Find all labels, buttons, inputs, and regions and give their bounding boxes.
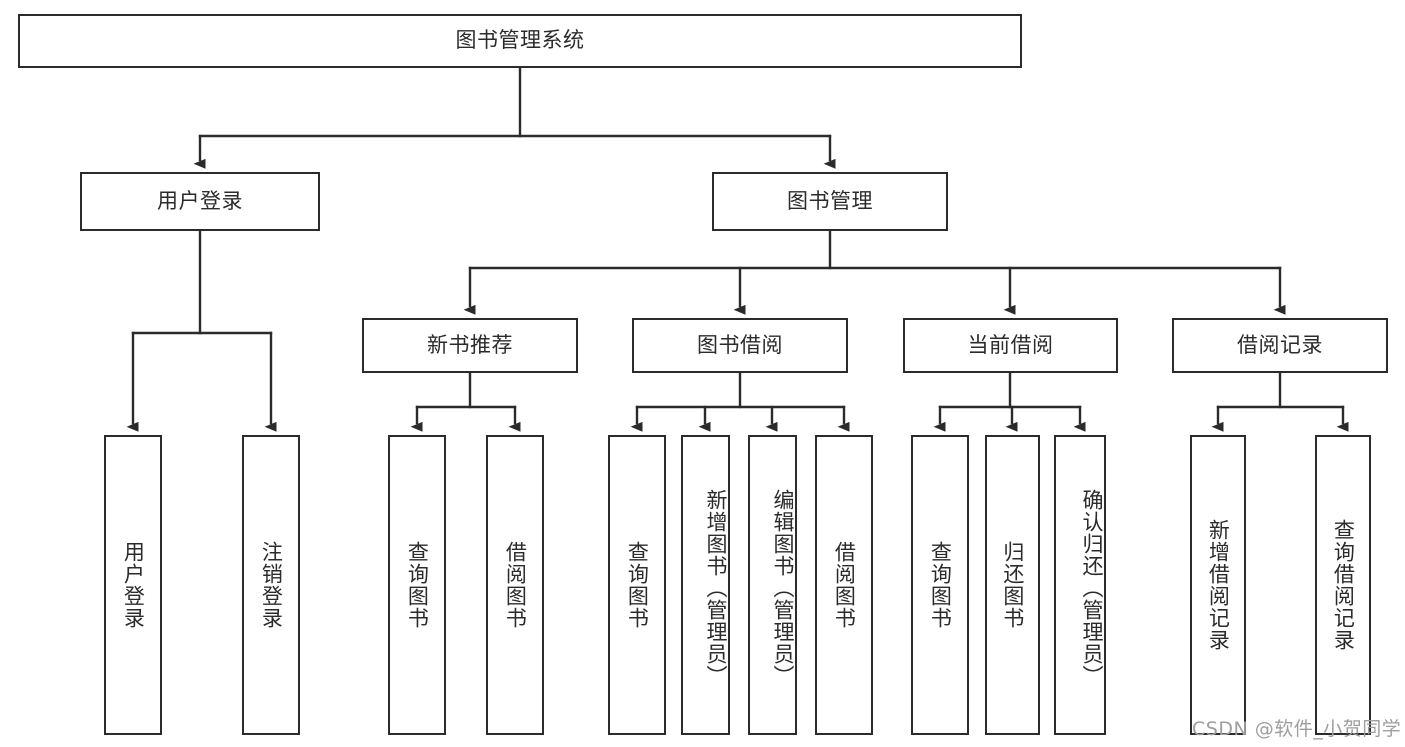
leaf-edit-book-admin[interactable]: 编辑图书（管理员） xyxy=(748,435,797,735)
node-root-book-management-system[interactable]: 图书管理系统 xyxy=(18,14,1022,68)
node-label: 借阅图书 xyxy=(503,541,528,629)
leaf-confirm-return-admin[interactable]: 确认归还（管理员） xyxy=(1054,435,1106,735)
leaf-query-books-recommendation[interactable]: 查询图书 xyxy=(388,435,446,735)
node-label: 图书管理系统 xyxy=(455,28,585,53)
node-label: 当前借阅 xyxy=(967,332,1054,357)
leaf-return-books[interactable]: 归还图书 xyxy=(985,435,1040,735)
node-label: 新增图书（管理员） xyxy=(704,489,728,687)
node-label: 借阅图书 xyxy=(832,541,857,629)
node-label: 注销登录 xyxy=(259,541,284,629)
node-borrowing-records[interactable]: 借阅记录 xyxy=(1172,318,1388,373)
node-user-login[interactable]: 用户登录 xyxy=(80,172,320,231)
leaf-logout[interactable]: 注销登录 xyxy=(242,435,300,735)
node-label: 新书推荐 xyxy=(427,332,513,357)
node-label: 用户登录 xyxy=(157,188,243,213)
leaf-query-borrowing-record[interactable]: 查询借阅记录 xyxy=(1315,435,1371,735)
leaf-user-login[interactable]: 用户登录 xyxy=(104,435,162,735)
leaf-query-books-current[interactable]: 查询图书 xyxy=(911,435,969,735)
node-current-borrowing[interactable]: 当前借阅 xyxy=(903,318,1118,373)
leaf-query-books-borrowing[interactable]: 查询图书 xyxy=(608,435,666,735)
node-label: 归还图书 xyxy=(1000,541,1025,629)
node-label: 查询图书 xyxy=(928,541,953,629)
node-label: 图书借阅 xyxy=(697,332,783,357)
node-book-borrowing[interactable]: 图书借阅 xyxy=(632,318,848,373)
node-new-book-recommendation[interactable]: 新书推荐 xyxy=(362,318,578,373)
node-label: 编辑图书（管理员） xyxy=(771,489,795,687)
leaf-add-book-admin[interactable]: 新增图书（管理员） xyxy=(681,435,730,735)
node-label: 确认归还（管理员） xyxy=(1080,489,1104,687)
node-label: 查询借阅记录 xyxy=(1331,519,1356,651)
node-label: 图书管理 xyxy=(787,188,873,213)
node-label: 用户登录 xyxy=(121,541,146,629)
node-label: 查询图书 xyxy=(405,541,430,629)
leaf-borrow-books[interactable]: 借阅图书 xyxy=(815,435,873,735)
leaf-add-borrowing-record[interactable]: 新增借阅记录 xyxy=(1190,435,1246,735)
node-book-management[interactable]: 图书管理 xyxy=(712,172,948,231)
node-label: 查询图书 xyxy=(625,541,650,629)
leaf-borrow-books-recommendation[interactable]: 借阅图书 xyxy=(486,435,544,735)
watermark-text: CSDN @软件_小贺同学 xyxy=(1192,718,1402,740)
node-label: 借阅记录 xyxy=(1237,332,1323,357)
node-label: 新增借阅记录 xyxy=(1206,519,1231,651)
